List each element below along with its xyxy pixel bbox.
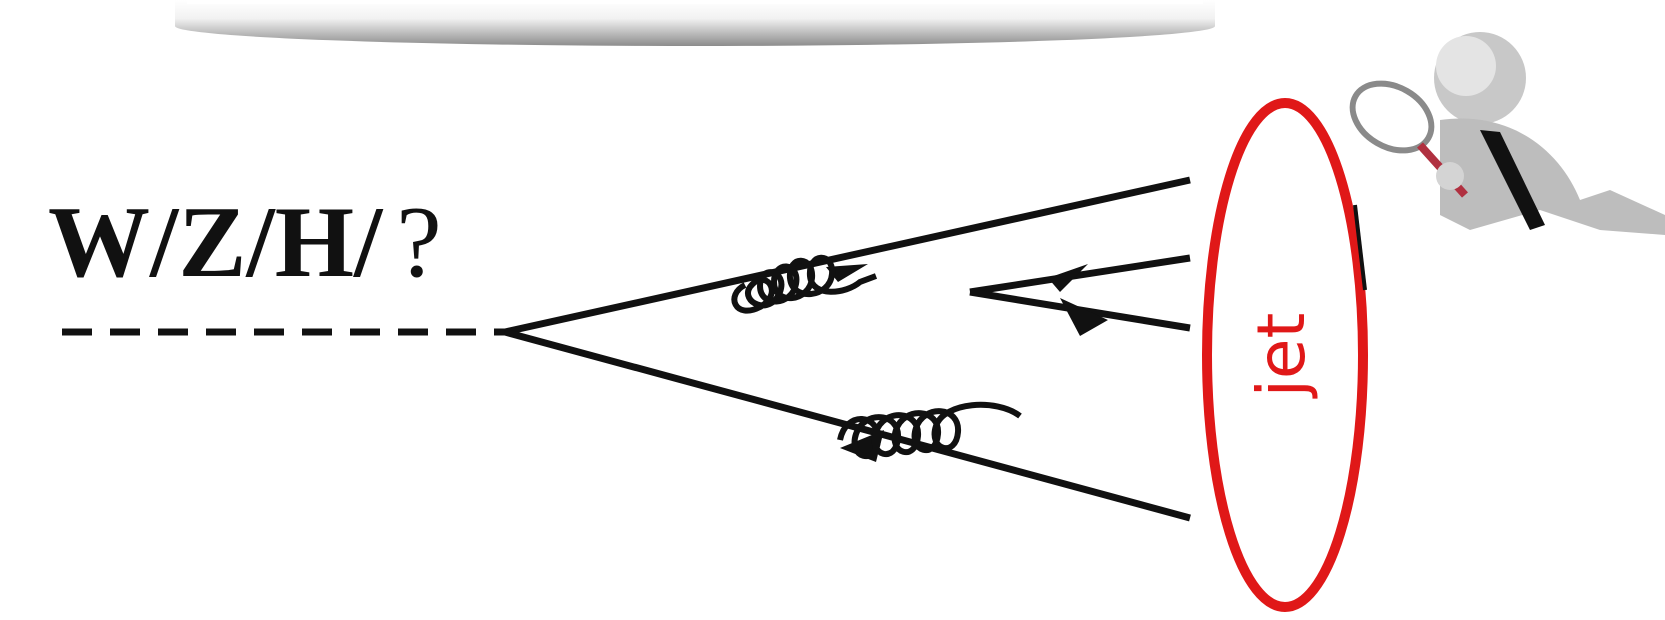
boson-names: W/Z/H/: [48, 186, 382, 299]
person-with-magnifying-glass-icon: [1341, 32, 1665, 290]
unknown-mark: ?: [396, 186, 441, 299]
split-quark-upper: [970, 258, 1190, 292]
jet-label: jet: [1249, 313, 1315, 398]
split-arrow-lower: [1060, 298, 1108, 336]
particle-label: W/Z/H/?: [48, 192, 442, 294]
